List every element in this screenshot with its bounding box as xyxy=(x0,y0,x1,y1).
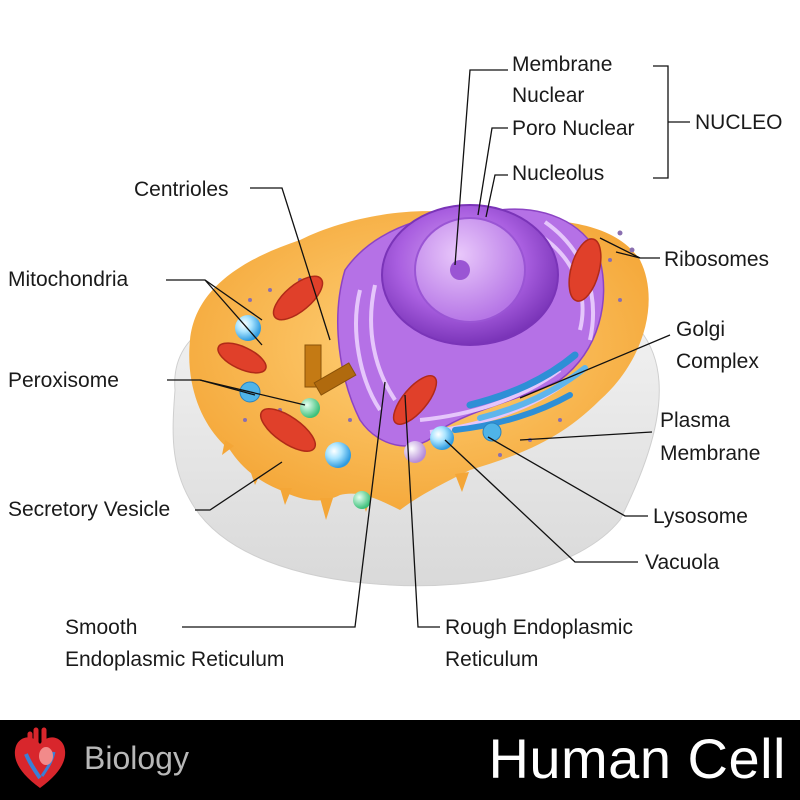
label-centrioles: Centrioles xyxy=(134,178,229,201)
label-membrane-nuclear-1: Membrane xyxy=(512,53,612,76)
leader-lines xyxy=(166,65,690,628)
label-golgi-2: Complex xyxy=(676,350,759,373)
label-nucleolus: Nucleolus xyxy=(512,162,604,185)
label-mitochondria: Mitochondria xyxy=(8,268,129,291)
label-smooth-er-2: Endoplasmic Reticulum xyxy=(65,648,284,671)
centrioles-shape xyxy=(304,344,357,396)
heart-icon xyxy=(14,727,66,788)
footer-title: Human Cell xyxy=(488,727,786,790)
label-rough-er-1: Rough Endoplasmic xyxy=(445,616,633,639)
label-peroxisome: Peroxisome xyxy=(8,369,119,392)
mitochondria-shapes xyxy=(217,238,602,452)
footer-bar: Biology Human Cell xyxy=(0,720,800,800)
label-rough-er-2: Reticulum xyxy=(445,648,538,671)
footer-subject: Biology xyxy=(84,740,189,776)
label-lysosome: Lysosome xyxy=(653,505,748,528)
label-ribosomes: Ribosomes xyxy=(664,248,769,271)
label-vacuola: Vacuola xyxy=(645,551,720,574)
label-smooth-er-1: Smooth xyxy=(65,616,137,639)
label-membrane-nuclear-2: Nuclear xyxy=(512,84,584,107)
label-plasma-2: Membrane xyxy=(660,442,760,465)
label-plasma-1: Plasma xyxy=(660,409,730,432)
label-poro-nuclear: Poro Nuclear xyxy=(512,117,635,140)
labels: Membrane Nuclear Poro Nuclear Nucleolus … xyxy=(8,53,783,671)
label-golgi-1: Golgi xyxy=(676,318,725,341)
label-nucleo: NUCLEO xyxy=(695,111,783,134)
label-secretory-vesicle: Secretory Vesicle xyxy=(8,498,170,521)
nucleus-shape xyxy=(381,204,559,346)
